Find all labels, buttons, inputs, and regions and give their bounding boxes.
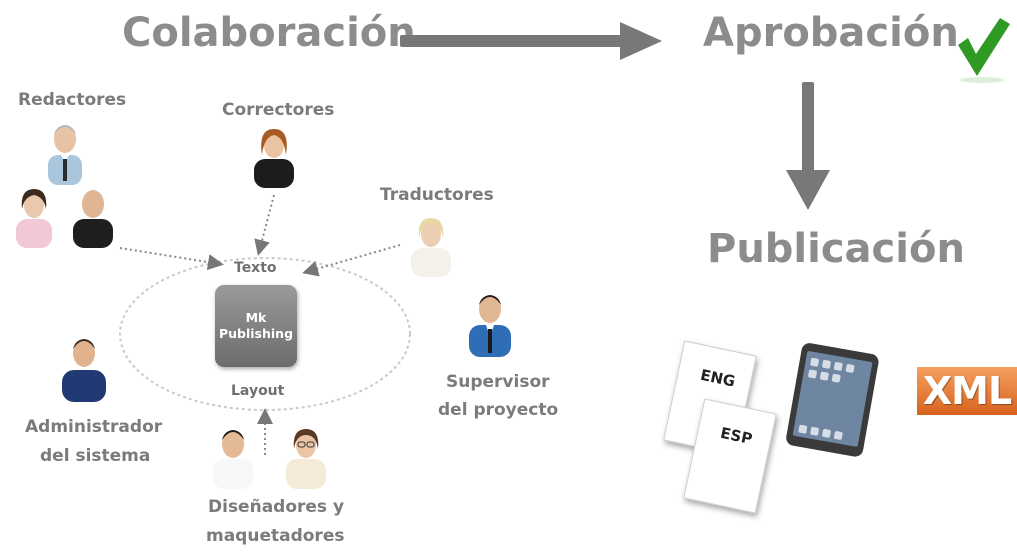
link-correctors-to-text — [254, 194, 275, 256]
link-writers-to-text — [119, 247, 224, 271]
arrow-collab-to-approval — [400, 22, 662, 60]
arrow-approval-to-publication — [786, 82, 830, 210]
corrector-avatar — [254, 129, 294, 188]
designer-man-avatar — [213, 430, 253, 489]
hub-ellipse — [119, 257, 411, 411]
link-translators-to-text — [302, 244, 401, 277]
writer-man-avatar — [48, 125, 82, 185]
supervisor-avatar — [469, 295, 511, 357]
writers-label: Redactores — [18, 90, 127, 110]
designers-label-line2: maquetadores — [206, 526, 345, 546]
publication-heading: Publicación — [707, 226, 965, 272]
xml-badge: XML — [917, 367, 1017, 415]
approval-heading: Aprobación — [703, 10, 959, 56]
correctors-label: Correctores — [222, 100, 335, 120]
admin-avatar — [62, 339, 106, 402]
supervisor-label-line2: del proyecto — [438, 400, 559, 420]
checkmark-icon — [958, 18, 1010, 83]
mk-box-line1: Mk — [245, 310, 267, 325]
collaboration-heading: Colaboración — [122, 10, 416, 56]
designers-label-line1: Diseñadores y — [208, 497, 345, 517]
hub-layout-label: Layout — [231, 383, 285, 399]
writer-bald-man-avatar — [73, 190, 113, 248]
doc-eng-label: ENG — [698, 365, 737, 391]
tablet-icon — [786, 343, 879, 457]
admin-label-line1: Administrador — [25, 417, 163, 437]
translator-avatar — [411, 218, 451, 277]
translators-label: Traductores — [380, 185, 494, 205]
hub-text-label: Texto — [234, 260, 277, 276]
mk-publishing-box: Mk Publishing — [215, 285, 297, 367]
writer-woman-avatar — [16, 189, 52, 248]
designer-woman-avatar — [286, 429, 326, 489]
admin-label-line2: del sistema — [40, 446, 151, 466]
supervisor-label-line1: Supervisor — [446, 372, 550, 392]
doc-esp-label: ESP — [718, 423, 754, 449]
mk-box-line2: Publishing — [218, 326, 294, 341]
